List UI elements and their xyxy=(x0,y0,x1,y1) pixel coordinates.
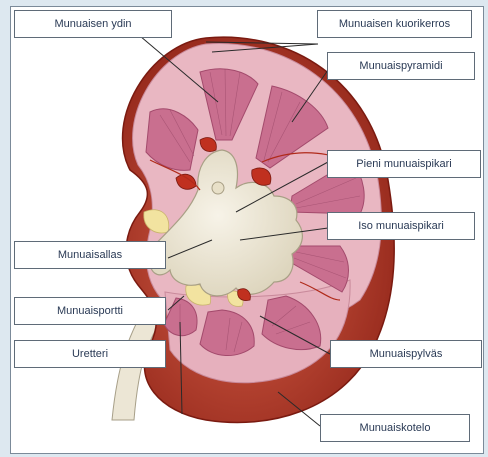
label-munuaiskotelo[interactable]: Munuaiskotelo xyxy=(320,414,470,442)
label-iso-munuaispikari[interactable]: Iso munuaispikari xyxy=(327,212,475,240)
label-munuaispylvas[interactable]: Munuaispylväs xyxy=(330,340,482,368)
label-uretteri[interactable]: Uretteri xyxy=(14,340,166,368)
calyx-opening xyxy=(212,182,224,194)
label-munuaisen-kuorikerros[interactable]: Munuaisen kuorikerros xyxy=(317,10,472,38)
label-munuaisen-ydin[interactable]: Munuaisen ydin xyxy=(14,10,172,38)
label-munuaisportti[interactable]: Munuaisportti xyxy=(14,297,166,325)
label-munuaisallas[interactable]: Munuaisallas xyxy=(14,241,166,269)
label-pieni-munuaispikari[interactable]: Pieni munuaispikari xyxy=(327,150,481,178)
label-munuaispyramidi[interactable]: Munuaispyramidi xyxy=(327,52,475,80)
